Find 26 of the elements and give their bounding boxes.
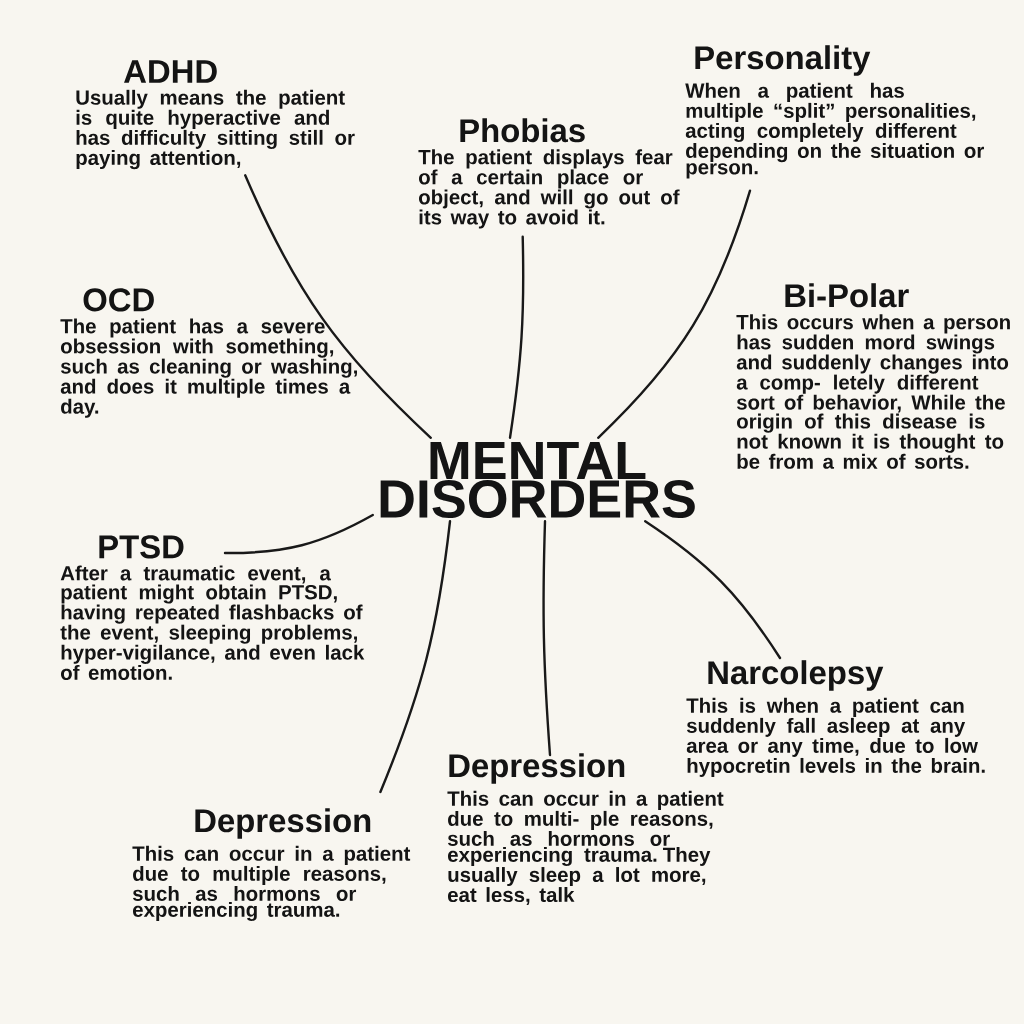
description: This occurs when a person has sudden mord swings and suddenly changes into a comp- letely different sort of behavior, While the origin of this disease is not known it is thought to be from a mix of sorts.: [736, 314, 1010, 469]
connector-line: [244, 174, 432, 439]
description: After a traumatic event, a patient might obtain PTSD, having repeated flashbacks of the event, sleeping problems, hyper-vigilance, and even lack of emotion.: [60, 565, 365, 680]
heading: Personality: [695, 45, 871, 76]
description: This can occur in a patient due to multiple reasons, such as hormons or experiencing trauma.: [132, 845, 411, 922]
connector-line: [597, 189, 752, 439]
heading: ADHD: [124, 60, 217, 83]
heading: PTSD: [99, 535, 184, 559]
description: This is when a patient can suddenly fall asleep at any area or any time, due to low hypocretin levels in the brain.: [686, 697, 985, 777]
heading: Depression: [195, 808, 371, 839]
connector-line: [223, 513, 374, 555]
connector-line: [542, 520, 552, 757]
heading: Depression: [449, 753, 625, 784]
heading: Bi-Polar: [785, 283, 909, 308]
description: Usually means the patient is quite hyperactive and has difficulty sitting still or paying attention,: [76, 89, 355, 170]
description: The patient has a severe obsession with something, such as cleaning or washing, and does it multiple times a day.: [60, 318, 357, 418]
description: This can occur in a patient due to multi- ple reasons, such as hormons or experiencing trauma. They usually sleep a lot more, eat less, talk: [447, 790, 724, 906]
description: The patient displays fear of a certain place or object, and will go out of its way to avoid it.: [418, 149, 680, 229]
heading: OCD: [83, 288, 154, 312]
connector-line: [508, 235, 525, 439]
heading: Phobias: [460, 118, 585, 143]
central-title: MENTAL DISORDERS: [380, 441, 695, 519]
connector-line: [644, 520, 782, 660]
description: When a patient has multiple “split” personalities, acting completely different depending on the situation or person.: [685, 82, 984, 179]
connector-line: [379, 520, 452, 794]
heading: Narcolepsy: [708, 660, 884, 691]
